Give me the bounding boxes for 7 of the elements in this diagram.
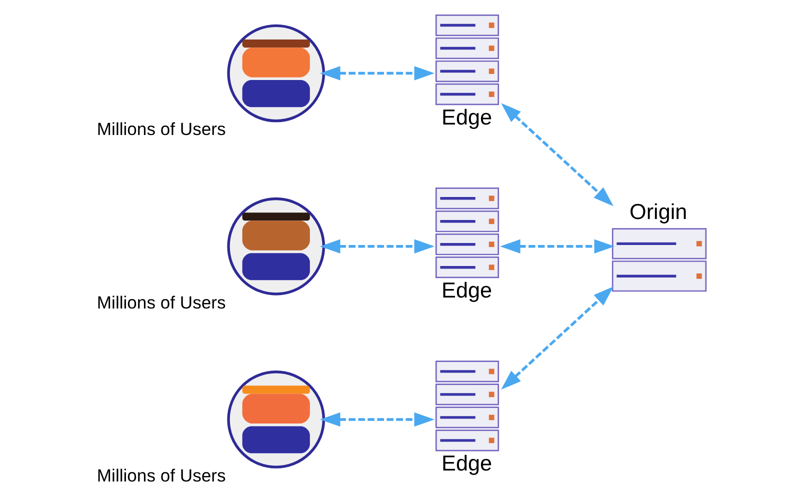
node-label: Millions of Users: [96, 292, 226, 312]
node-label: Edge: [441, 104, 492, 130]
node-label: Origin: [629, 199, 687, 224]
node-label: Millions of Users: [96, 465, 226, 486]
node-label: Edge: [441, 450, 492, 476]
node-label: Edge: [441, 277, 492, 302]
node-label: Millions of Users: [96, 119, 226, 140]
